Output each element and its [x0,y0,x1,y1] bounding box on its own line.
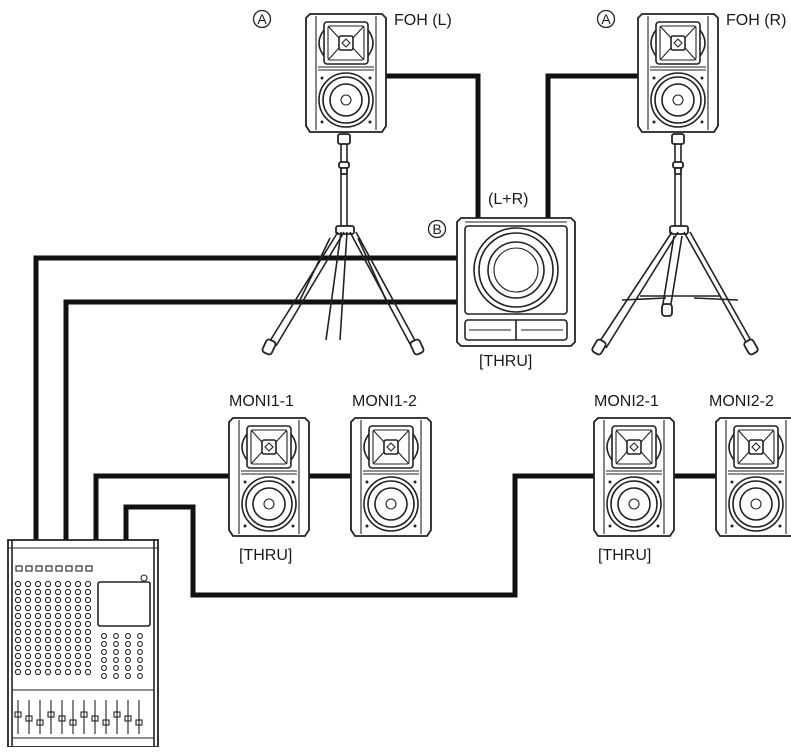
foh-right-speaker [591,13,759,356]
label-sub: (L+R) [488,191,528,208]
label-foh-right: FOH (R) [726,12,786,29]
label-sub-thru: [THRU] [479,353,532,370]
marker-a-left: A [252,9,272,29]
label-moni1-2: MONI1-2 [352,393,417,410]
cable-mixer-to-moni2 [123,473,598,598]
tripod-left [261,133,425,356]
cable-sub-to-foh-left [386,73,481,218]
subwoofer [456,217,576,347]
mixer [7,539,159,748]
cable-mixer-to-moni1 [93,473,232,548]
svg-text:B: B [432,221,441,237]
monitor-1-1 [228,417,310,537]
monitor-2-2 [715,417,791,537]
label-moni2-2: MONI2-2 [709,393,774,410]
label-moni1-thru: [THRU] [239,547,292,564]
monitor-1-2 [350,417,432,537]
marker-a-right: A [596,9,616,29]
svg-text:A: A [257,11,267,27]
label-moni2-thru: [THRU] [598,547,651,564]
svg-text:A: A [601,11,611,27]
tripod-right [591,133,759,356]
marker-b: B [427,219,447,239]
cable-sub-to-foh-right [545,73,640,218]
label-foh-left: FOH (L) [394,12,452,29]
monitor-2-1 [593,417,675,537]
foh-left-speaker [261,13,425,356]
label-moni2-1: MONI2-1 [594,393,659,410]
label-moni1-1: MONI1-1 [229,393,294,410]
